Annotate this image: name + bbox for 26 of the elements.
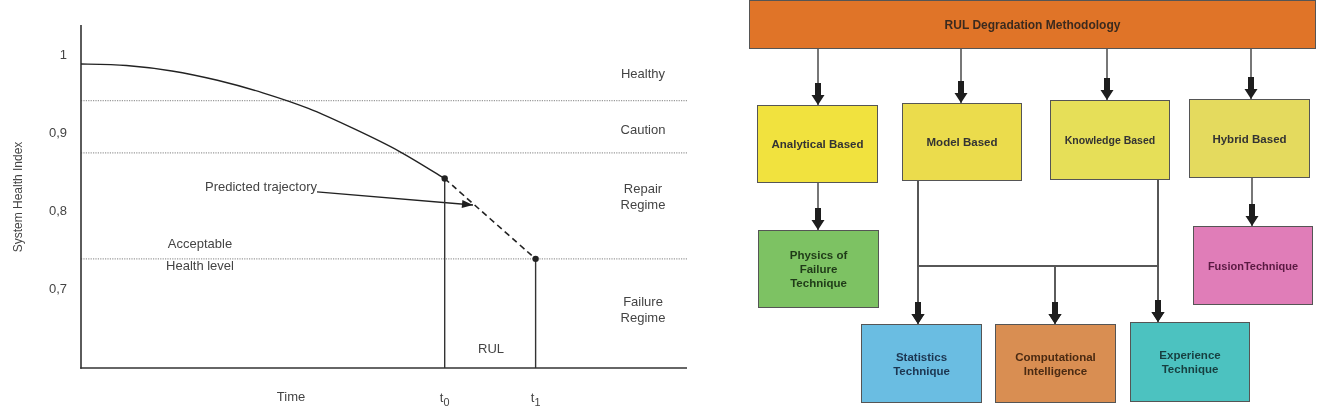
category-box: Hybrid Based — [1189, 99, 1310, 178]
y-tick-label: 1 — [59, 47, 67, 64]
methodology-box: RUL Degradation Methodology — [749, 0, 1316, 49]
technique-box: Experience Technique — [1130, 322, 1250, 402]
x-axis-title: Time — [276, 389, 306, 405]
technique-box: Computational Intelligence — [995, 324, 1116, 403]
y-tick-label: 0,8 — [48, 203, 67, 220]
y-tick-label: 0,7 — [48, 281, 67, 298]
y-tick-label: 0,9 — [48, 125, 67, 142]
category-box: Knowledge Based — [1050, 100, 1170, 180]
category-box: Analytical Based — [757, 105, 878, 183]
callout-text: Predicted trajectory — [205, 179, 317, 195]
technique-box: FusionTechnique — [1193, 226, 1313, 305]
technique-box: Statistics Technique — [861, 324, 982, 403]
category-box: Model Based — [902, 103, 1022, 181]
x-tick-label: t$_{1}$ — [530, 390, 541, 410]
threshold-label: Acceptable Health level — [165, 235, 235, 275]
leader-arrow — [316, 191, 474, 209]
x-tick-label: t$_{0}$ — [439, 390, 450, 410]
zone-label: Healthy — [620, 66, 666, 82]
technique-box: Physics of Failure Technique — [758, 230, 879, 308]
y-axis-title: System Health Index — [10, 141, 26, 253]
zone-label: Repair Regime — [619, 181, 667, 213]
zone-label: Failure Regime — [619, 294, 667, 326]
interval-label: RUL — [478, 341, 504, 357]
zone-label: Caution — [620, 122, 666, 138]
